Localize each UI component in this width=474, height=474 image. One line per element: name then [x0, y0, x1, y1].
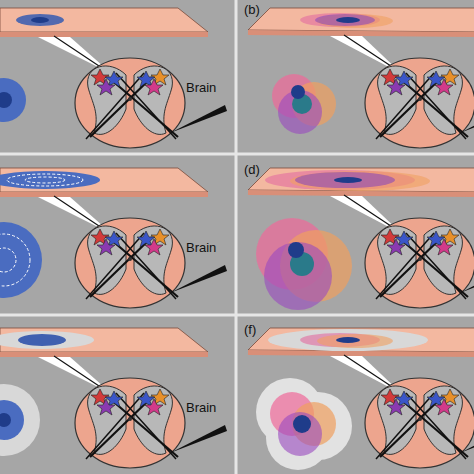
target-label: Brain [186, 241, 216, 255]
panel-letter: (d) [244, 163, 260, 177]
target-label: Brain [186, 81, 216, 95]
panel-letter: (f) [244, 323, 256, 337]
target-label: Brain [186, 401, 216, 415]
panel-letter: (b) [244, 3, 260, 17]
